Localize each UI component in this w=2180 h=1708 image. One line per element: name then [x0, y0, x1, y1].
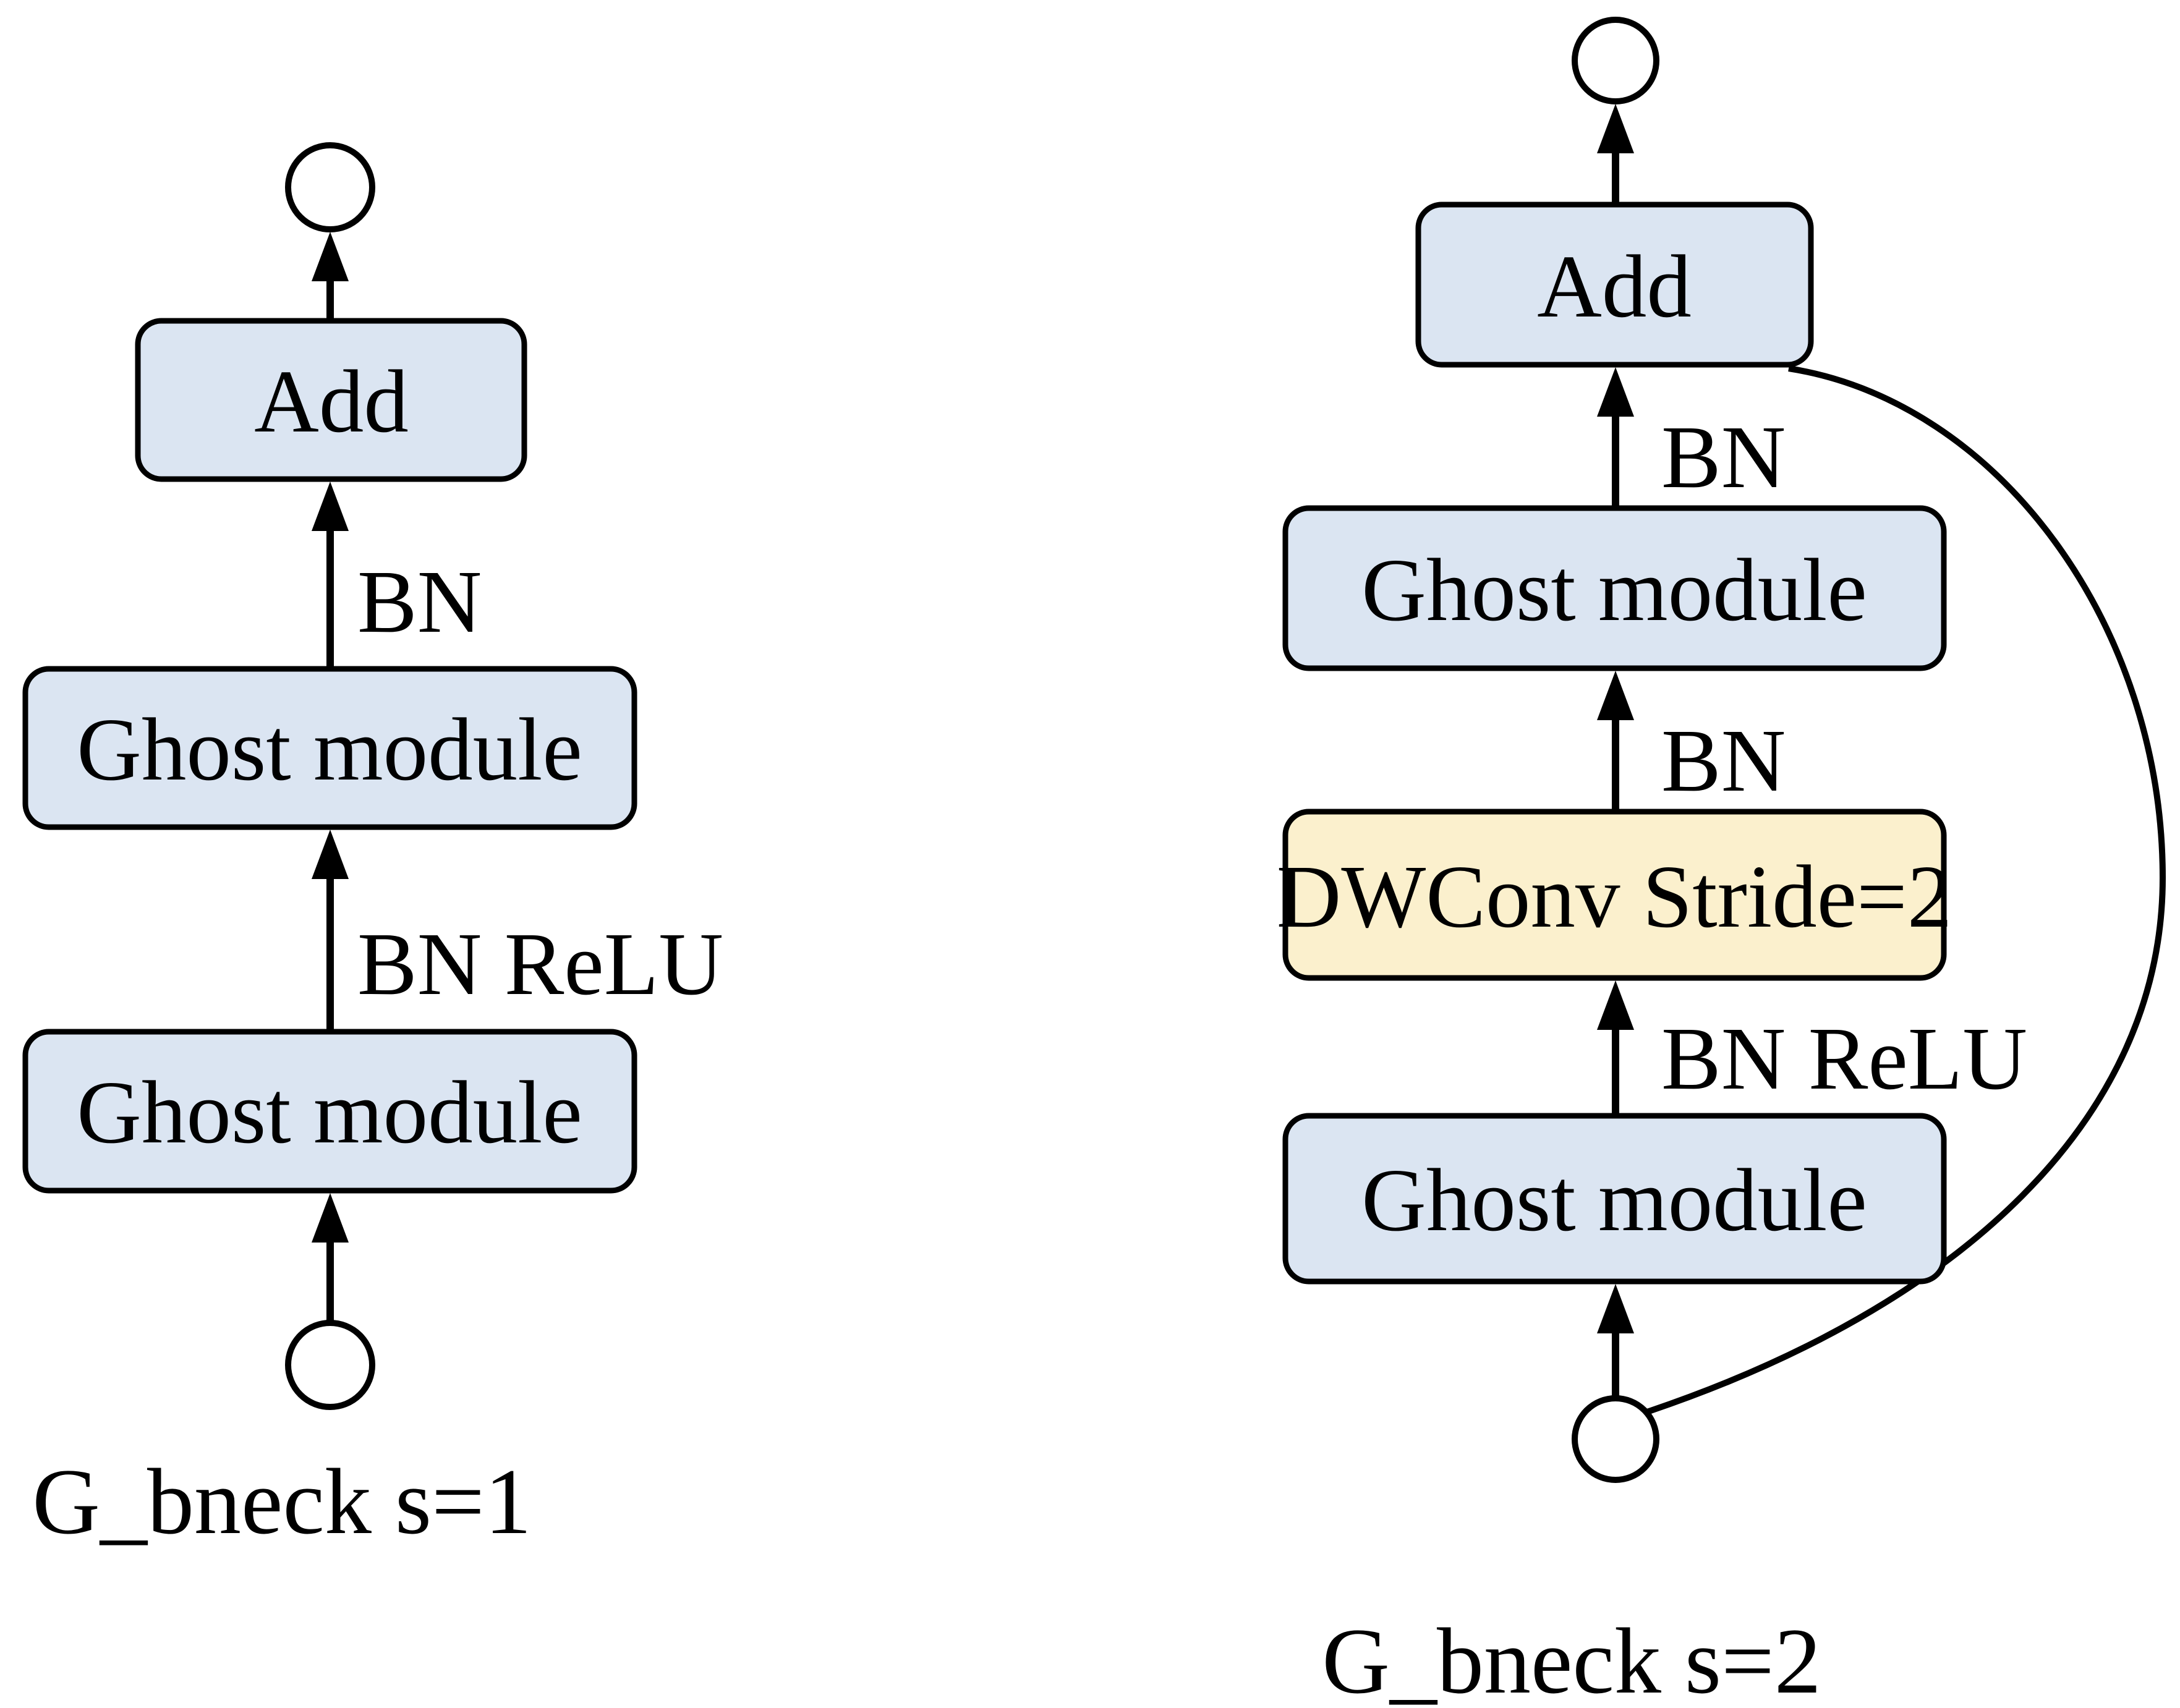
- left-arrow-ghosttop-to-add: BN: [312, 482, 482, 669]
- right-ghost-bottom-rect: [1282, 1113, 1947, 1285]
- left-ghost-bottom-rect: [22, 1029, 637, 1194]
- right-dwconv-rect: [1282, 809, 1947, 981]
- left-ghost-module-bottom-box: Ghost module: [22, 1029, 637, 1194]
- right-dwconv-label: DWConv Stride=2: [1277, 848, 1952, 946]
- right-bn-mid-label: BN: [1661, 712, 1786, 810]
- left-ghost-top-rect: [22, 666, 637, 830]
- left-add-box: Add: [135, 318, 527, 482]
- arrowhead-icon: [312, 1193, 349, 1243]
- right-ghost-top-label: Ghost module: [1361, 541, 1867, 640]
- right-output-circle: [1572, 17, 1659, 104]
- left-add-rect: [135, 318, 527, 482]
- left-bn-relu-label: BN ReLU: [357, 915, 723, 1014]
- right-input-circle: [1572, 1395, 1659, 1483]
- left-bn-label: BN: [357, 553, 482, 652]
- right-dwconv-box: DWConv Stride=2: [1277, 809, 1952, 981]
- right-bn-relu-label: BN ReLU: [1661, 1009, 2027, 1108]
- left-input-circle: [285, 1320, 375, 1410]
- arrowhead-icon: [312, 232, 349, 281]
- left-arrow-ghostbottom-to-ghosttop: BN ReLU: [312, 830, 723, 1032]
- arrowhead-icon: [1597, 367, 1634, 417]
- right-ghost-module-top-box: Ghost module: [1282, 505, 1947, 671]
- skip-connection-curve: [1642, 365, 2166, 1416]
- arrowhead-icon: [312, 482, 349, 531]
- left-output-circle: [285, 142, 375, 232]
- arrowhead-icon: [1597, 1284, 1634, 1333]
- right-arrow-dwconv-to-ghosttop: BN: [1597, 671, 1786, 812]
- right-add-box: Add: [1415, 202, 1814, 368]
- left-diagram-gbneck-s1: Add BN Ghost module BN ReLU: [22, 142, 723, 1553]
- arrowhead-icon: [1597, 980, 1634, 1030]
- arrowhead-icon: [312, 830, 349, 879]
- right-add-rect: [1415, 202, 1814, 368]
- right-bn-top-label: BN: [1661, 408, 1786, 507]
- right-caption: G_bneck s=2: [1322, 1609, 1821, 1708]
- right-diagram-gbneck-s2: Add BN Ghost module BN DWC: [1277, 17, 2166, 1708]
- left-ghost-bottom-label: Ghost module: [77, 1063, 582, 1162]
- left-add-label: Add: [254, 352, 409, 451]
- left-arrow-add-to-output: [312, 232, 349, 321]
- right-ghost-top-rect: [1282, 505, 1947, 671]
- right-add-label: Add: [1537, 237, 1692, 336]
- left-ghost-module-top-box: Ghost module: [22, 666, 637, 830]
- right-arrow-add-to-output: [1597, 104, 1634, 205]
- right-ghost-bottom-label: Ghost module: [1361, 1151, 1867, 1250]
- right-arrow-input-to-ghostbottom: [1597, 1284, 1634, 1398]
- right-arrow-ghostbottom-to-dwconv: BN ReLU: [1597, 980, 2027, 1116]
- right-arrow-ghosttop-to-add: BN: [1597, 367, 1786, 508]
- left-ghost-top-label: Ghost module: [77, 700, 582, 799]
- arrowhead-icon: [1597, 671, 1634, 720]
- left-arrow-input-to-ghostbottom: [312, 1193, 349, 1323]
- arrowhead-icon: [1597, 104, 1634, 153]
- left-caption: G_bneck s=1: [32, 1450, 532, 1553]
- right-ghost-module-bottom-box: Ghost module: [1282, 1113, 1947, 1285]
